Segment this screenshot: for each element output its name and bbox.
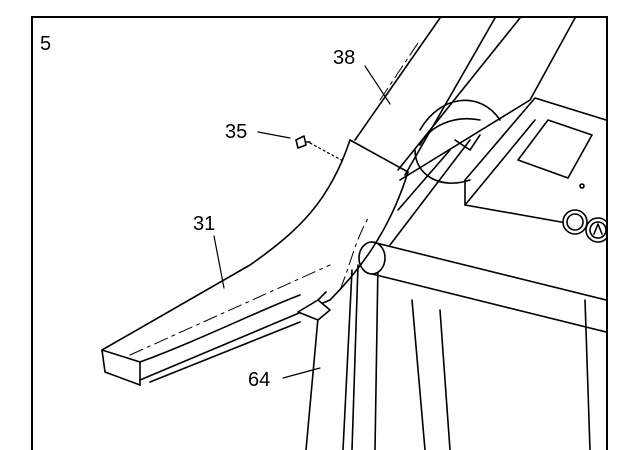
diagram-frame <box>31 16 608 450</box>
upright-post-64 <box>305 261 379 450</box>
console-display <box>464 97 606 243</box>
step-number: 5 <box>40 33 52 55</box>
callout-64: 64 <box>248 369 271 391</box>
bolt-35 <box>295 135 346 163</box>
leader-lines <box>213 65 391 379</box>
callout-31: 31 <box>193 213 216 235</box>
console-housing-38 <box>354 18 576 184</box>
handrail-31 <box>101 139 409 386</box>
callout-35: 35 <box>225 121 248 143</box>
callout-38: 38 <box>333 47 356 69</box>
crossbar <box>358 241 606 333</box>
right-upright <box>389 18 591 450</box>
